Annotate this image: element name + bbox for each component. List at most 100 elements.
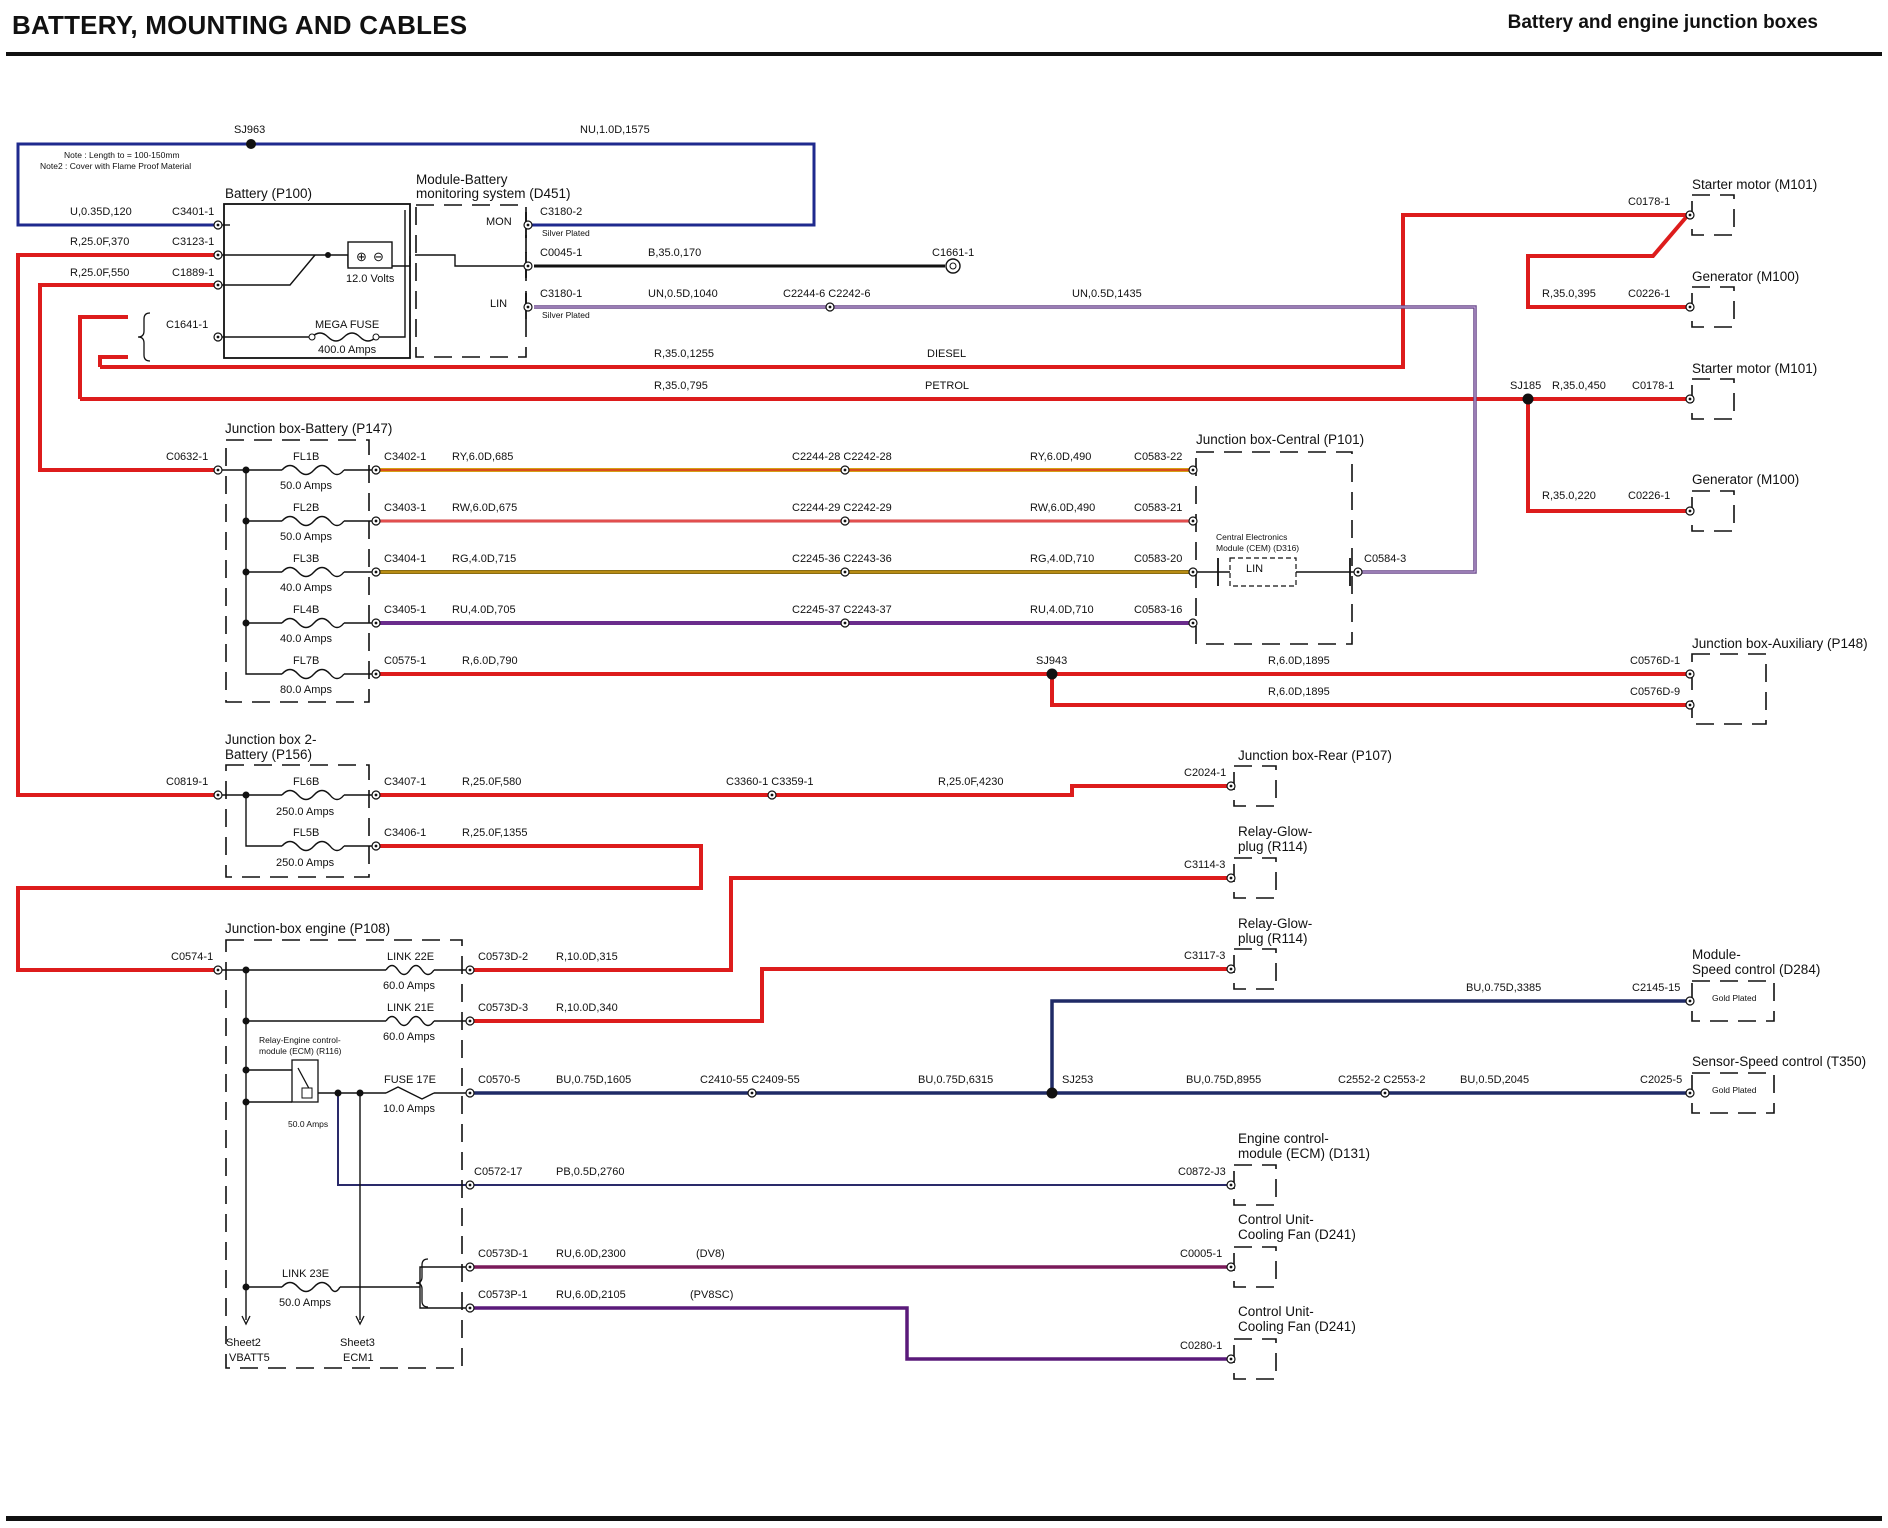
- generator2-box: [1691, 490, 1735, 532]
- fuse17e-label: FUSE 17E: [384, 1074, 436, 1086]
- cem-lin-box: [1229, 557, 1297, 587]
- c0178-1-label: C0178-1: [1628, 196, 1670, 208]
- c0045-label: C0045-1: [540, 247, 582, 259]
- wire-pb-2760: [337, 1093, 1231, 1186]
- fan1-label-2: Cooling Fan (D241): [1238, 1227, 1356, 1242]
- wire-nu-1575-label: NU,1.0D,1575: [580, 124, 650, 136]
- fl1b-amps: 50.0 Amps: [280, 480, 332, 492]
- c3401-label: C3401-1: [172, 206, 214, 218]
- c0573d-1-label: C0573D-1: [478, 1248, 528, 1260]
- c0584-3-label: C0584-3: [1364, 553, 1406, 565]
- c0576d-1-label: C0576D-1: [1630, 655, 1680, 667]
- c2245-36-label: C2245-36 C2243-36: [792, 553, 892, 565]
- mon-label: MON: [486, 216, 512, 228]
- c3405-label: C3405-1: [384, 604, 426, 616]
- wire-r-370-label: R,25.0F,370: [70, 236, 129, 248]
- c0576d-9-label: C0576D-9: [1630, 686, 1680, 698]
- sj185-label: SJ185: [1510, 380, 1541, 392]
- link21e-label: LINK 21E: [387, 1002, 434, 1014]
- sheet3-label: Sheet3: [340, 1337, 375, 1349]
- wire-r-370: [16, 253, 218, 797]
- c2552-label: C2552-2 C2553-2: [1338, 1074, 1425, 1086]
- glow2-label-1: Relay-Glow-: [1238, 916, 1312, 931]
- c0570-label: C0570-5: [478, 1074, 520, 1086]
- wire-nu-1575: [16, 142, 816, 227]
- fl6b-amps: 250.0 Amps: [276, 806, 335, 818]
- wire-r-1355: [16, 844, 703, 972]
- wire-ry-685-label: RY,6.0D,685: [452, 451, 513, 463]
- c0573p-1-label: C0573P-1: [478, 1289, 528, 1301]
- c0572-label: C0572-17: [474, 1166, 522, 1178]
- note-2: Note2 : Cover with Flame Proof Material: [40, 161, 191, 171]
- fan2-box: [1233, 1338, 1277, 1380]
- bms-label-2: monitoring system (D451): [416, 186, 571, 201]
- wire-r-1255: [100, 213, 1688, 369]
- wire-r-1895b: [1050, 674, 1690, 707]
- battery-plus: ⊕: [356, 249, 367, 264]
- ecm-box: [1233, 1164, 1277, 1206]
- c0280-label: C0280-1: [1180, 1340, 1222, 1352]
- c0573d-2-label: C0573D-2: [478, 951, 528, 963]
- c2025-label: C2025-5: [1640, 1074, 1682, 1086]
- fl1b-label: FL1B: [293, 451, 319, 463]
- fl5b-label: FL5B: [293, 827, 319, 839]
- c2024-label: C2024-1: [1184, 767, 1226, 779]
- battery-box: [223, 203, 411, 359]
- gold-plated-2: Gold Plated: [1712, 1085, 1757, 1095]
- battery-cell: [347, 241, 393, 269]
- c0583-16-label: C0583-16: [1134, 604, 1182, 616]
- relay-ecm-amps: 50.0 Amps: [288, 1119, 328, 1129]
- starter1-box: [1691, 194, 1735, 236]
- fl2b-amps: 50.0 Amps: [280, 531, 332, 543]
- c0226-1-label: C0226-1: [1628, 288, 1670, 300]
- fl6b-label: FL6B: [293, 776, 319, 788]
- c0632-label: C0632-1: [166, 451, 208, 463]
- generator2-label: Generator (M100): [1692, 472, 1799, 487]
- c0583-21-label: C0583-21: [1134, 502, 1182, 514]
- glow2-label-2: plug (R114): [1238, 931, 1308, 946]
- wire-ru-705-label: RU,4.0D,705: [452, 604, 516, 616]
- wire-un-1040-label: UN,0.5D,1040: [648, 288, 718, 300]
- jb-battery-box: [225, 439, 370, 703]
- c0583-20-label: C0583-20: [1134, 553, 1182, 565]
- battery-volts-label: 12.0 Volts: [346, 273, 395, 285]
- c3406-label: C3406-1: [384, 827, 426, 839]
- wire-r-790-label: R,6.0D,790: [462, 655, 518, 667]
- c0005-label: C0005-1: [1180, 1248, 1222, 1260]
- sheet-arrows: [241, 1315, 365, 1326]
- wire-r-340: [470, 967, 1231, 1023]
- fl7b-label: FL7B: [293, 655, 319, 667]
- diesel-label: DIESEL: [927, 348, 966, 360]
- mega-fuse-label: MEGA FUSE: [315, 319, 379, 331]
- relay-ecm-label-1: Relay-Engine control-: [259, 1035, 341, 1045]
- cem-label-1: Central Electronics: [1216, 532, 1287, 542]
- wire-ru-2105-label: RU,6.0D,2105: [556, 1289, 626, 1301]
- fan2-label-1: Control Unit-: [1238, 1304, 1314, 1319]
- glow1-box: [1233, 857, 1277, 899]
- dv8-label: (DV8): [696, 1248, 725, 1260]
- silver-plated-2: Silver Plated: [542, 310, 590, 320]
- fan1-label-1: Control Unit-: [1238, 1212, 1314, 1227]
- wire-bu-2045-label: BU,0.5D,2045: [1460, 1074, 1529, 1086]
- vbatt5-label: VBATT5: [229, 1352, 270, 1364]
- c1661-label: C1661-1: [932, 247, 974, 259]
- rear-box: [1233, 765, 1277, 807]
- wire-ry-490-label: RY,6.0D,490: [1030, 451, 1091, 463]
- internal-lines: [218, 210, 1362, 1320]
- wire-ru-2300-label: RU,6.0D,2300: [556, 1248, 626, 1260]
- pv8sc-label: (PV8SC): [690, 1289, 733, 1301]
- c0226-2-label: C0226-1: [1628, 490, 1670, 502]
- wire-r-550: [38, 283, 218, 472]
- starter2-label: Starter motor (M101): [1692, 361, 1817, 376]
- wire-un-1435-label: UN,0.5D,1435: [1072, 288, 1142, 300]
- ecm-label-1: Engine control-: [1238, 1131, 1329, 1146]
- battery-label: Battery (P100): [225, 186, 312, 201]
- cem-box: [1195, 451, 1353, 645]
- wire-r-1895a-label: R,6.0D,1895: [1268, 655, 1330, 667]
- jb-battery-label: Junction box-Battery (P147): [225, 421, 392, 436]
- link22e-amps: 60.0 Amps: [383, 980, 435, 992]
- speed-ctrl-label-2: Speed control (D284): [1692, 962, 1820, 977]
- bms-box: [415, 204, 527, 358]
- jb-engine-box: [225, 939, 463, 1369]
